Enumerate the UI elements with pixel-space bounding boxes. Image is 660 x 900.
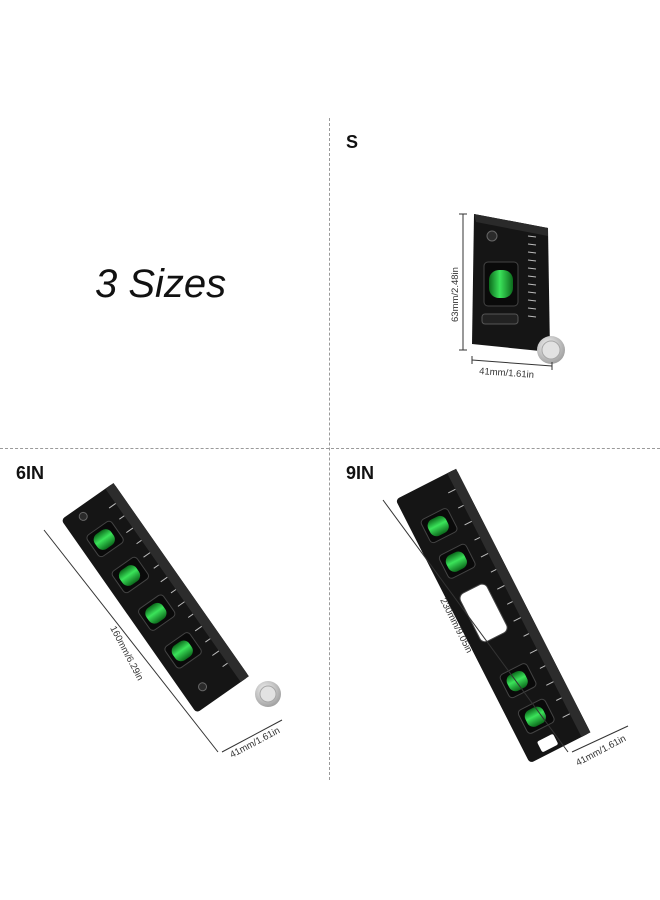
spirit-level-small-icon (459, 213, 565, 370)
small-width-dim: 41mm/1.61in (479, 366, 535, 381)
small-height-dim: 63mm/2.48in (450, 267, 461, 322)
vertical-divider (329, 118, 330, 780)
horizontal-divider (0, 448, 660, 449)
headline-3-sizes: 3 Sizes (95, 262, 227, 306)
spirit-level-6in-icon (43, 482, 283, 753)
label-6in: 6IN (16, 463, 45, 483)
spirit-level-9in-icon (382, 468, 629, 762)
6in-width-dim: 41mm/1.61in (228, 725, 282, 760)
6in-length-dim: 160mm/6.29in (107, 624, 145, 682)
label-small: S (346, 132, 359, 152)
label-9in: 9IN (346, 463, 375, 483)
